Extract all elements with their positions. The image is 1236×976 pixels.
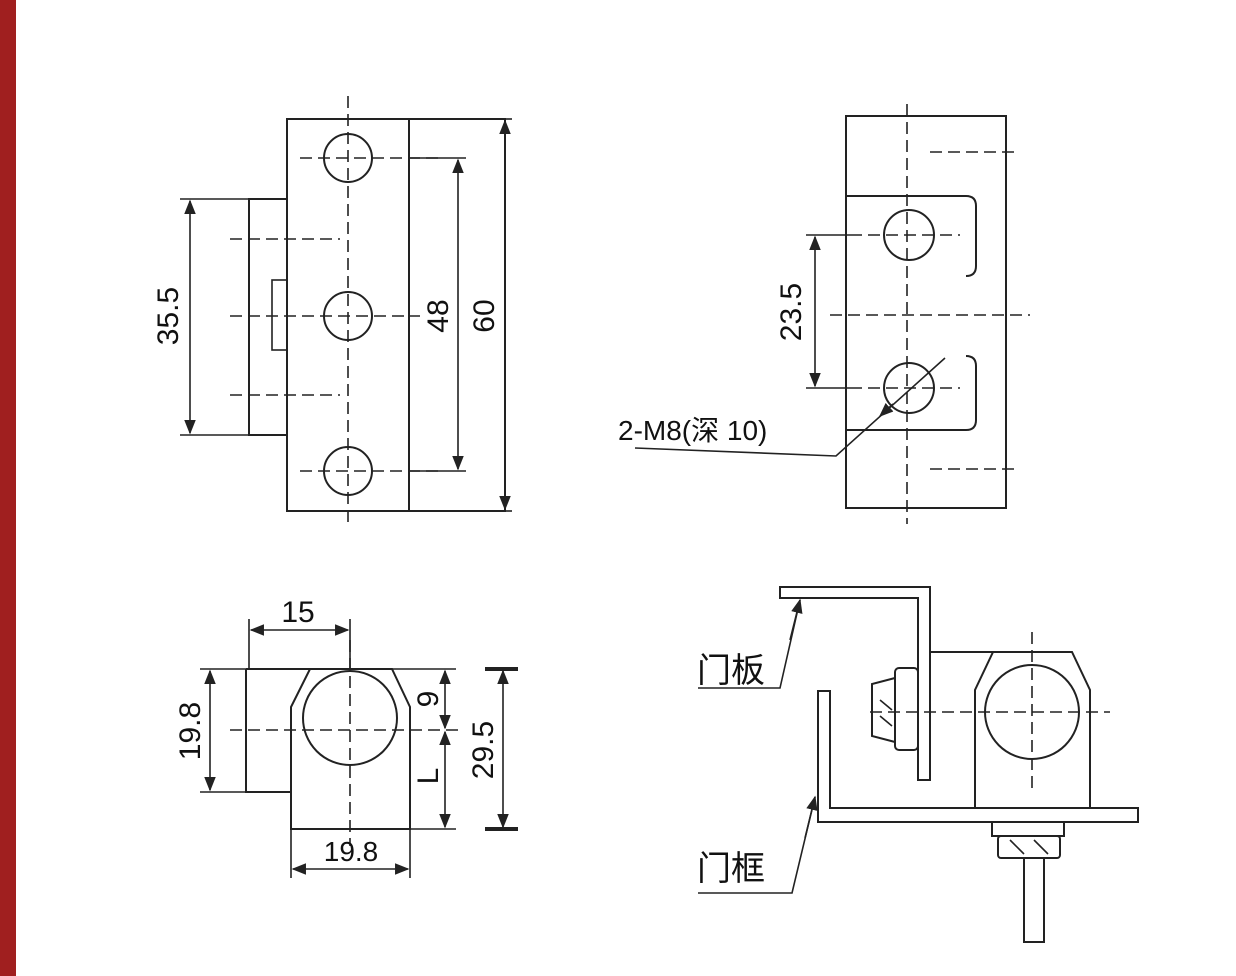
frame-bolt-slot-1 [1009,839,1025,855]
top-body-outline [245,668,411,830]
panel-screw-washer [894,667,919,751]
frame-bolt-slot-2 [1033,839,1049,855]
side-upper-block [846,195,977,277]
dim-9-label: 9 [412,691,445,708]
frame-bolt-washer [991,821,1065,837]
panel-screw-slot-1 [879,699,893,711]
thread-callout-leader [634,357,946,457]
frame-bolt-shank [1023,857,1045,943]
dim-60-label: 60 [468,299,501,332]
door-frame-outline [817,690,1139,823]
side-lower-block [846,355,977,431]
top-view: 15 19.8 9 L 29.5 19.8 [174,596,518,878]
thread-callout-label: 2-M8(深 10) [618,415,767,446]
panel-screw-slot-2 [879,715,893,727]
dim-48-label: 48 [422,299,455,332]
front-slot [271,279,288,351]
hinge-body-outline [930,651,1091,809]
door-panel-label: 门板 [697,651,765,691]
panel-screw-head [871,677,896,743]
dim-29-5-label: 29.5 [467,721,500,779]
door-frame-arrow [804,795,818,839]
top-hole [302,670,398,766]
dim-35-5-label: 35.5 [152,287,185,345]
door-panel-outline [779,586,931,781]
dim-19-8-left-label: 19.8 [174,702,207,760]
side-view: 23.5 2-M8(深 10) [618,104,1030,524]
front-flange [248,198,288,436]
dim-15-label: 15 [281,596,314,629]
dim-19-8-bottom-label: 19.8 [324,836,379,867]
accent-side-bar [0,0,16,976]
frame-bolt-head [997,835,1061,859]
side-body-outline [845,115,1007,509]
door-panel-arrow [789,598,803,641]
install-view: 门板 门框 [697,586,1139,943]
front-view: 35.5 48 60 [152,96,512,528]
thread-callout-arrow [878,402,894,417]
dim-l-label: L [412,768,445,785]
dim-23-5-label: 23.5 [775,283,808,341]
door-frame-label: 门框 [697,849,765,889]
